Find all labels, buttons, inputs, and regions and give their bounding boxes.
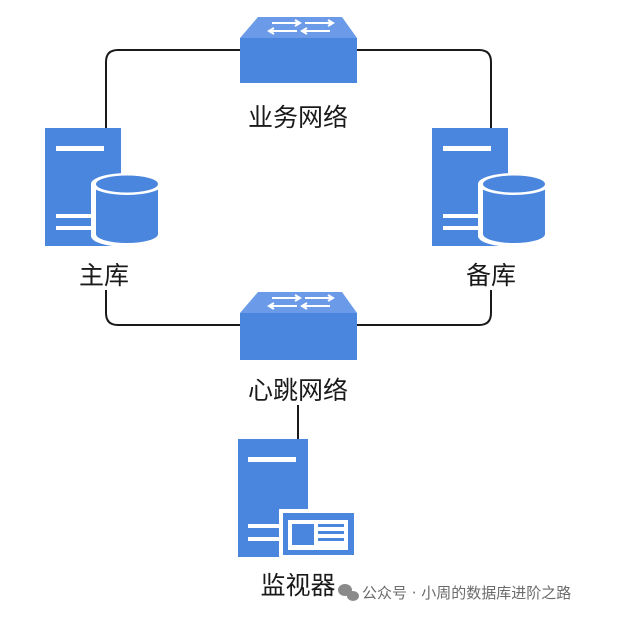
monitor-label: 监视器 <box>260 571 335 600</box>
network-switch-icon <box>240 17 357 83</box>
primary-db-label: 主库 <box>79 261 129 290</box>
link-primary-to-heartbeat <box>105 290 240 326</box>
watermark-text: 公众号 · 小周的数据库进阶之路 <box>362 584 571 602</box>
standby-db-label: 备库 <box>466 261 516 290</box>
link-business-to-standby <box>357 49 492 130</box>
link-standby-to-heartbeat <box>357 290 492 326</box>
monitor-server-icon <box>238 439 358 559</box>
business-switch-label: 业务网络 <box>248 103 348 132</box>
link-business-to-primary <box>105 49 240 130</box>
wechat-logo-icon <box>338 584 359 601</box>
network-switch-icon <box>240 292 357 360</box>
heartbeat-switch-label: 心跳网络 <box>248 376 348 405</box>
monitor: 监视器 <box>238 439 358 600</box>
heartbeat-switch: 心跳网络 <box>240 292 357 405</box>
database-server-icon <box>432 128 550 247</box>
business-switch: 业务网络 <box>240 17 357 132</box>
database-server-icon <box>45 128 163 247</box>
standby-db: 备库 <box>432 128 550 290</box>
primary-db: 主库 <box>45 128 163 290</box>
watermark: 公众号 · 小周的数据库进阶之路 <box>338 584 571 602</box>
connections <box>105 49 492 440</box>
